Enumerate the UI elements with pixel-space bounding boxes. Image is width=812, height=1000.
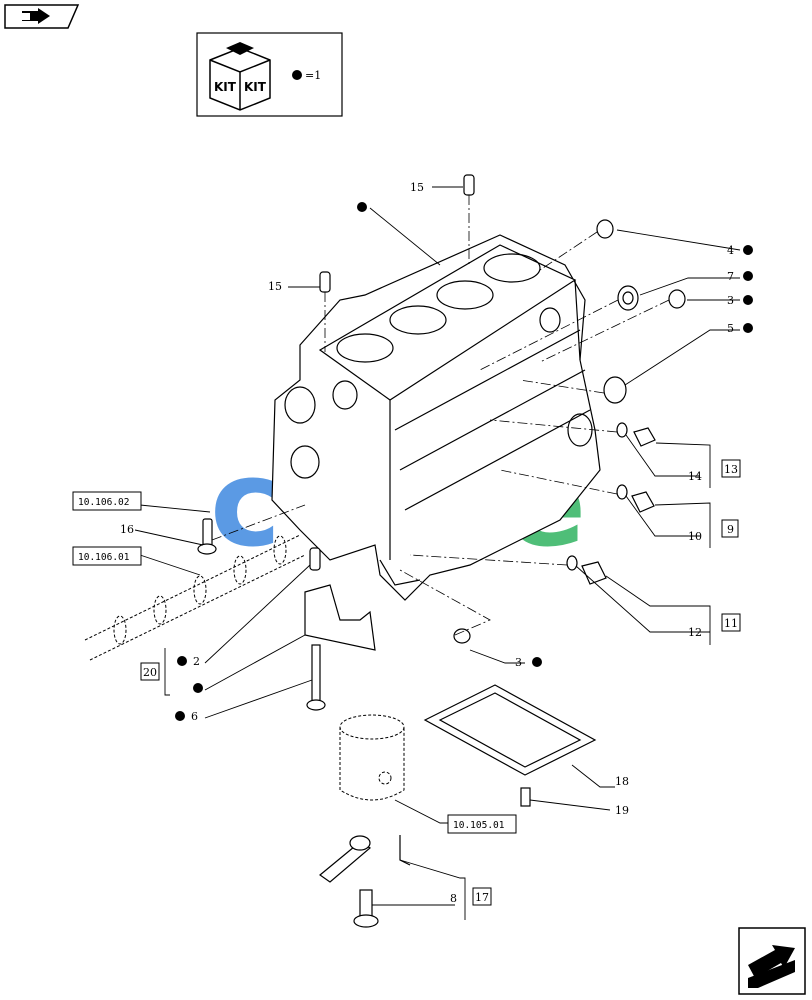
plug-13 [633,427,656,447]
kit-equals-one: =1 [305,69,321,82]
screw-19 [520,787,531,807]
plug-part-3-bottom [453,628,471,644]
ref-label-3: 10.105.01 [453,820,505,831]
callout-17: 17 [475,891,489,904]
ref-box-3[interactable]: 10.105.01 [447,814,517,834]
plug-9 [631,491,655,513]
kit-bullets [175,202,753,721]
kit-box-icon: KIT KIT [209,42,271,111]
callout-5: 5 [727,322,734,335]
ref-box-1[interactable]: 10.106.02 [72,491,142,511]
callout-7: 7 [727,270,734,283]
pin-16 [197,518,217,555]
camshaft [84,534,306,661]
plug-part-15-left [319,271,331,293]
callout-15-left: 15 [268,280,282,293]
callout-15-top: 15 [410,181,424,194]
gasket-18 [423,684,597,776]
washer-12 [566,555,578,571]
bracket-boxes [140,459,741,906]
callout-19: 19 [615,804,629,817]
plug-11 [581,561,607,585]
bolt-6 [306,644,326,711]
ring-part-7 [617,285,639,311]
kit-legend: KIT KIT =1 [196,32,343,117]
oil-jet-17 [319,835,411,883]
kit-bullet-icon [292,70,302,80]
next-page-arrow-icon[interactable] [738,927,806,995]
dowel-2 [309,547,321,571]
plug-part-5 [603,376,627,404]
alignment-lines [211,195,670,636]
callout-8: 8 [450,892,457,905]
callout-12: 12 [688,626,702,639]
leader-lines [134,186,741,920]
callout-6: 6 [191,710,198,723]
kit-label-right: KIT [244,80,267,94]
plug-part-15-top [463,174,475,196]
kit-label-left: KIT [214,80,237,94]
callout-3-bottom: 3 [515,656,522,669]
callout-2: 2 [193,655,200,668]
ref-label-2: 10.106.01 [78,552,130,563]
callout-labels: 15 15 4 7 3 5 14 13 10 9 12 11 16 2 20 6… [120,181,738,905]
bearing-cap-20 [304,584,376,651]
ref-box-2[interactable]: 10.106.01 [72,546,142,566]
plug-part-4 [596,219,614,239]
engine-block [271,234,601,601]
callout-18: 18 [615,775,629,788]
callout-9: 9 [727,523,734,536]
callout-11: 11 [724,617,738,630]
callout-20: 20 [143,666,157,679]
callout-3-top: 3 [727,294,734,307]
washer-14 [616,422,628,438]
callout-14: 14 [688,470,702,483]
watermark-letter-1: c [210,435,281,574]
callout-13: 13 [724,463,738,476]
ref-label-1: 10.106.02 [78,497,129,508]
bolt-8 [353,889,379,928]
callout-4: 4 [727,244,734,257]
book-arrow-icon[interactable] [4,4,80,29]
washer-10 [616,484,628,500]
piston [339,714,405,801]
callout-10: 10 [688,530,702,543]
callout-16: 16 [120,523,134,536]
plug-part-3-top [668,289,686,309]
